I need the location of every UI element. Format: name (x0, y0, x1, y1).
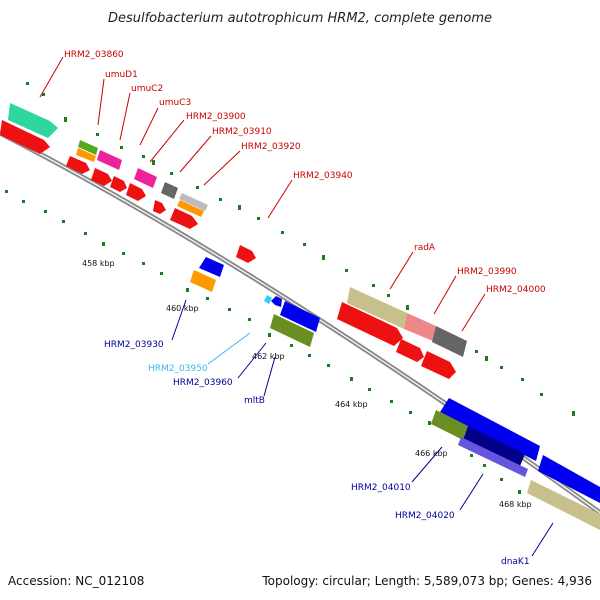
gene-feature[interactable] (66, 156, 90, 174)
gene-feature-HRM2_03920[interactable] (179, 193, 208, 211)
gene-labels: HRM2_03860 umuD1 umuC2 umuC3 HRM2_03900 … (64, 50, 546, 567)
gene-feature[interactable] (76, 148, 96, 162)
gene-feature-mltB[interactable] (270, 314, 314, 347)
gene-label-HRM2_03940[interactable]: HRM2_03940 (293, 171, 353, 181)
gene-label-HRM2_03930[interactable]: HRM2_03930 (104, 340, 164, 350)
gene-feature[interactable] (396, 339, 424, 362)
gene-label-HRM2_03910[interactable]: HRM2_03910 (212, 127, 272, 137)
gene-feature[interactable] (440, 398, 540, 461)
gene-feature[interactable] (0, 120, 50, 154)
gene-label-umuD1[interactable]: umuD1 (105, 70, 138, 80)
gene-feature-umuC3[interactable] (134, 168, 157, 188)
gene-feature-HRM2_03960[interactable] (271, 296, 282, 307)
gene-feature-radA[interactable] (347, 287, 407, 329)
gene-feature[interactable] (337, 302, 403, 346)
gene-label-HRM2_03960[interactable]: HRM2_03960 (173, 378, 233, 388)
gene-feature-HRM2_04000[interactable] (432, 326, 467, 357)
gene-feature-HRM2_03910[interactable] (177, 200, 204, 217)
tick-label: 464 kbp (335, 400, 368, 409)
gene-feature[interactable] (91, 168, 112, 186)
inner-tick-track (5, 190, 521, 494)
gene-feature-HRM2_04020[interactable] (458, 437, 528, 477)
gene-label-HRM2_03860[interactable]: HRM2_03860 (64, 50, 124, 60)
gene-feature[interactable] (421, 351, 456, 379)
gene-label-HRM2_04010[interactable]: HRM2_04010 (351, 483, 411, 493)
gene-feature-HRM2_03950[interactable] (264, 295, 272, 304)
gene-feature[interactable] (170, 208, 198, 229)
gene-label-umuC2[interactable]: umuC2 (131, 84, 163, 94)
gene-label-HRM2_03900[interactable]: HRM2_03900 (186, 112, 246, 122)
gene-feature-umuC2[interactable] (97, 150, 122, 170)
gene-label-HRM2_03920[interactable]: HRM2_03920 (241, 142, 301, 152)
gene-label-HRM2_04020[interactable]: HRM2_04020 (395, 511, 455, 521)
gene-label-mltB[interactable]: mltB (244, 396, 265, 406)
gene-feature[interactable] (538, 455, 600, 503)
gene-feature[interactable] (110, 176, 127, 192)
tick-label: 460 kbp (166, 304, 199, 313)
tick-labels: 458 kbp 460 kbp 462 kbp 464 kbp 466 kbp … (82, 259, 532, 509)
gene-feature-HRM2_04010[interactable] (431, 410, 468, 440)
gene-feature-HRM2_03860[interactable] (8, 103, 58, 138)
gene-label-dnaK1[interactable]: dnaK1 (501, 557, 530, 567)
gene-feature[interactable] (153, 200, 166, 214)
gene-feature[interactable] (190, 270, 216, 292)
gene-feature-umuD1[interactable] (78, 140, 98, 155)
gene-label-HRM2_03950[interactable]: HRM2_03950 (148, 364, 208, 374)
gene-feature[interactable] (280, 301, 320, 332)
reverse-gene-features[interactable] (190, 257, 600, 530)
tick-label: 462 kbp (252, 352, 285, 361)
gene-label-HRM2_04000[interactable]: HRM2_04000 (486, 285, 546, 295)
outer-tick-track (26, 82, 575, 416)
gene-label-umuC3[interactable]: umuC3 (159, 98, 191, 108)
gene-feature-HRM2_03930[interactable] (199, 257, 224, 277)
gene-feature[interactable] (126, 183, 146, 201)
gene-feature-HRM2_03990[interactable] (404, 313, 436, 341)
accession-text: Accession: NC_012108 (8, 574, 144, 588)
label-leaders (39, 56, 554, 557)
gene-feature[interactable] (463, 426, 525, 466)
gene-feature-dnaK1[interactable] (527, 480, 600, 530)
forward-gene-features[interactable] (0, 103, 467, 379)
gene-feature-HRM2_03940[interactable] (236, 245, 256, 263)
gene-label-HRM2_03990[interactable]: HRM2_03990 (457, 267, 517, 277)
gene-feature-HRM2_03900[interactable] (161, 182, 178, 199)
topology-text: Topology: circular; Length: 5,589,073 bp… (261, 574, 592, 588)
tick-label: 466 kbp (415, 449, 448, 458)
gene-label-radA[interactable]: radA (414, 243, 436, 253)
map-title: Desulfobacterium autotrophicum HRM2, com… (108, 11, 492, 26)
tick-label: 468 kbp (499, 500, 532, 509)
tick-label: 458 kbp (82, 259, 115, 268)
